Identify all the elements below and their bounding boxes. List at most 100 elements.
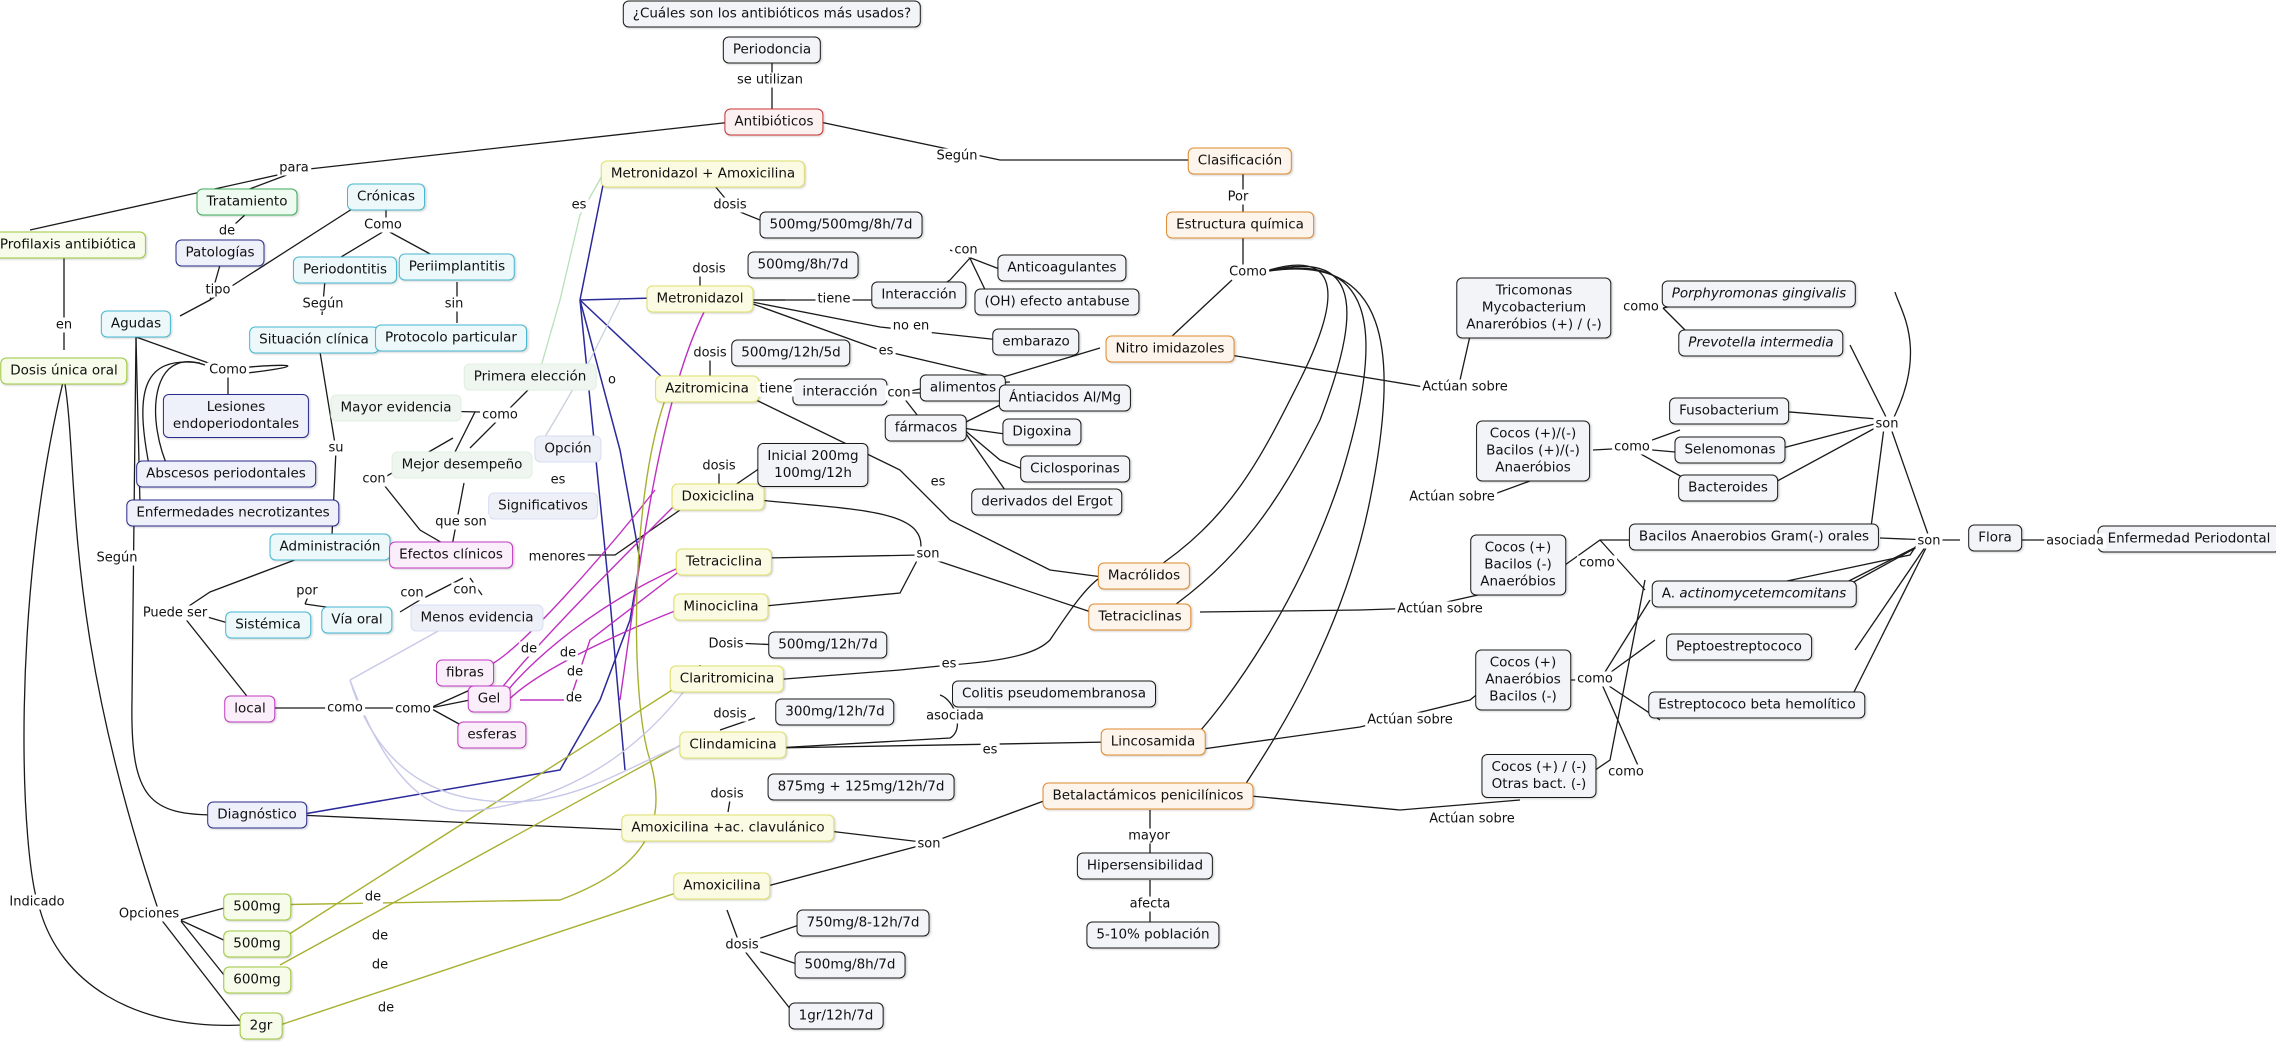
node-clinda-dosis[interactable]: 300mg/12h/7d <box>775 698 895 726</box>
node-doxi-dosis[interactable]: Inicial 200mg 100mg/12h <box>757 443 869 487</box>
node-betalactamicos[interactable]: Betalactámicos penicilínicos <box>1042 782 1254 810</box>
node-abscesos-periodontales[interactable]: Abscesos periodontales <box>136 460 316 488</box>
node-cocos-group-2[interactable]: Cocos (+) Bacilos (-) Anaeróbios <box>1470 534 1566 596</box>
node-bacilos-anaerobios[interactable]: Bacilos Anaerobios Gram(-) orales <box>1628 523 1880 551</box>
node-question[interactable]: ¿Cuáles son los antibióticos más usados? <box>622 0 922 28</box>
node-local[interactable]: local <box>224 695 276 723</box>
node-peptoestreptococo[interactable]: Peptoestreptococo <box>1666 633 1812 661</box>
node-dosis-unica-oral[interactable]: Dosis única oral <box>0 357 128 385</box>
node-ciclosporinas[interactable]: Ciclosporinas <box>1020 455 1130 483</box>
node-cocos-group-3[interactable]: Cocos (+) Anaeróbios Bacilos (-) <box>1475 649 1571 711</box>
node-amoxicilina[interactable]: Amoxicilina <box>673 872 771 900</box>
node-hipersensibilidad[interactable]: Hipersensibilidad <box>1076 852 1214 880</box>
node-antibioticos[interactable]: Antibióticos <box>724 108 824 136</box>
node-fusobacterium[interactable]: Fusobacterium <box>1669 397 1789 425</box>
node-farmacos[interactable]: fármacos <box>884 414 968 442</box>
node-tetraciclina[interactable]: Tetraciclina <box>675 548 773 576</box>
node-option-600mg[interactable]: 600mg <box>223 966 291 994</box>
node-lesiones-endoperiodontales[interactable]: Lesiones endoperiodontales <box>162 394 310 438</box>
label-indicado: Indicado <box>7 894 67 910</box>
node-doxiciclina[interactable]: Doxiciclina <box>671 483 765 511</box>
node-option-500mg-a[interactable]: 500mg <box>223 893 291 921</box>
node-metro-amoxi-dosis[interactable]: 500mg/500mg/8h/7d <box>759 211 923 239</box>
node-primera-eleccion[interactable]: Primera elección <box>463 363 597 391</box>
node-amoxi-dosis-1[interactable]: 750mg/8-12h/7d <box>796 909 930 937</box>
node-digoxina[interactable]: Digoxina <box>1002 418 1082 446</box>
node-clari-dosis[interactable]: 500mg/12h/7d <box>768 631 888 659</box>
node-embarazo[interactable]: embarazo <box>992 328 1080 356</box>
node-significativos[interactable]: Significativos <box>488 492 598 520</box>
node-administracion[interactable]: Administración <box>269 533 391 561</box>
node-azi-dosis[interactable]: 500mg/12h/5d <box>731 339 851 367</box>
node-actinomycetemcomitans[interactable]: A. actinomycetemcomitans <box>1651 580 1857 608</box>
label-es-clari: es <box>939 656 959 672</box>
node-derivados-ergot[interactable]: derivados del Ergot <box>971 488 1123 516</box>
node-amoxicilina-clavulanico[interactable]: Amoxicilina +ac. clavulánico <box>621 814 835 842</box>
node-gel[interactable]: Gel <box>467 685 511 713</box>
node-profilaxis[interactable]: Profilaxis antibiótica <box>0 231 147 259</box>
label-actuan-macrolidos: Actúan sobre <box>1407 489 1497 505</box>
node-antabuse[interactable]: (OH) efecto antabuse <box>974 288 1140 316</box>
node-amoxi-dosis-3[interactable]: 1gr/12h/7d <box>788 1002 884 1030</box>
node-menos-evidencia[interactable]: Menos evidencia <box>410 604 544 632</box>
node-lincosamida[interactable]: Lincosamida <box>1100 728 1206 756</box>
node-mayor-evidencia[interactable]: Mayor evidencia <box>330 394 462 422</box>
node-fibras[interactable]: fibras <box>436 659 494 687</box>
node-anticoagulantes[interactable]: Anticoagulantes <box>997 254 1127 282</box>
node-efectos-clinicos[interactable]: Efectos clínicos <box>389 541 513 569</box>
node-estructura-quimica[interactable]: Estructura química <box>1166 211 1314 239</box>
node-macrolidos[interactable]: Macrólidos <box>1097 562 1191 590</box>
node-cocos-group-4[interactable]: Cocos (+) / (-) Otras bact. (-) <box>1481 754 1597 798</box>
node-enfermedades-necrotizantes[interactable]: Enfermedades necrotizantes <box>126 499 340 527</box>
label-de-600: de <box>369 957 391 973</box>
node-periodontitis[interactable]: Periodontitis <box>292 256 398 284</box>
node-option-2gr[interactable]: 2gr <box>239 1012 283 1040</box>
node-situacion-clinica[interactable]: Situación clínica <box>249 326 379 354</box>
node-bacteroides[interactable]: Bacteroides <box>1678 474 1778 502</box>
node-patologias[interactable]: Patologías <box>175 239 265 267</box>
node-periimplantitis[interactable]: Periimplantitis <box>398 253 516 281</box>
node-flora[interactable]: Flora <box>1968 524 2022 552</box>
node-clasificacion[interactable]: Clasificación <box>1187 147 1293 175</box>
node-porphyromonas[interactable]: Porphyromonas gingivalis <box>1661 280 1857 308</box>
node-alimentos[interactable]: alimentos <box>919 374 1007 402</box>
node-metronidazol[interactable]: Metronidazol <box>646 285 754 313</box>
node-antiacidos[interactable]: Ántiacidos Al/Mg <box>998 384 1132 412</box>
node-metro-dosis[interactable]: 500mg/8h/7d <box>747 251 859 279</box>
label-es-metro: es <box>876 343 896 359</box>
node-clindamicina[interactable]: Clindamicina <box>679 731 787 759</box>
node-esferas[interactable]: esferas <box>457 721 527 749</box>
node-nitro-imidazoles[interactable]: Nitro imidazoles <box>1105 335 1235 363</box>
node-estreptococo[interactable]: Estreptococo beta hemolítico <box>1648 691 1866 719</box>
node-prevotella[interactable]: Prevotella intermedia <box>1678 329 1844 357</box>
node-option-500mg-b[interactable]: 500mg <box>223 930 291 958</box>
node-agudas[interactable]: Agudas <box>100 310 172 338</box>
node-colitis[interactable]: Colitis pseudomembranosa <box>952 680 1156 708</box>
node-mejor-desempeno[interactable]: Mejor desempeño <box>391 451 533 479</box>
node-opcion[interactable]: Opción <box>534 435 602 463</box>
node-tricomonas-group[interactable]: Tricomonas Mycobacterium Anareróbios (+)… <box>1456 277 1612 339</box>
node-poblacion[interactable]: 5-10% población <box>1086 921 1220 949</box>
node-via-oral[interactable]: Vía oral <box>321 606 393 634</box>
node-minociclina[interactable]: Minociclina <box>673 593 769 621</box>
node-enfermedad-periodontal[interactable]: Enfermedad Periodontal <box>2097 525 2276 553</box>
label-dosis-clinda: dosis <box>711 706 749 722</box>
node-metronidazol-amoxicilina[interactable]: Metronidazol + Amoxicilina <box>600 160 806 188</box>
porphyromonas-text: Porphyromonas gingivalis <box>1671 285 1847 302</box>
node-interaccion[interactable]: Interacción <box>871 281 967 309</box>
node-sistemica[interactable]: Sistémica <box>225 611 311 639</box>
node-selenomonas[interactable]: Selenomonas <box>1674 436 1786 464</box>
node-diagnostico[interactable]: Diagnóstico <box>207 801 307 829</box>
node-tetraciclinas[interactable]: Tetraciclinas <box>1088 603 1192 631</box>
node-azitromicina[interactable]: Azitromicina <box>655 375 759 403</box>
node-cocos-group-1[interactable]: Cocos (+)/(-) Bacilos (+)/(-) Anaeróbios <box>1476 420 1590 482</box>
node-amoxi-dosis-2[interactable]: 500mg/8h/7d <box>794 951 906 979</box>
node-amoxi-clav-dosis[interactable]: 875mg + 125mg/12h/7d <box>767 773 955 801</box>
node-interaccion-2[interactable]: interacción <box>792 378 888 406</box>
node-claritromicina[interactable]: Claritromicina <box>669 665 785 693</box>
node-protocolo-particular[interactable]: Protocolo particular <box>375 324 527 352</box>
doxi-dosis-line-2: 100mg/12h <box>774 465 852 481</box>
node-periodoncia[interactable]: Periodoncia <box>722 36 822 64</box>
node-tratamiento[interactable]: Tratamiento <box>196 188 298 216</box>
node-cronicas[interactable]: Crónicas <box>347 183 425 211</box>
